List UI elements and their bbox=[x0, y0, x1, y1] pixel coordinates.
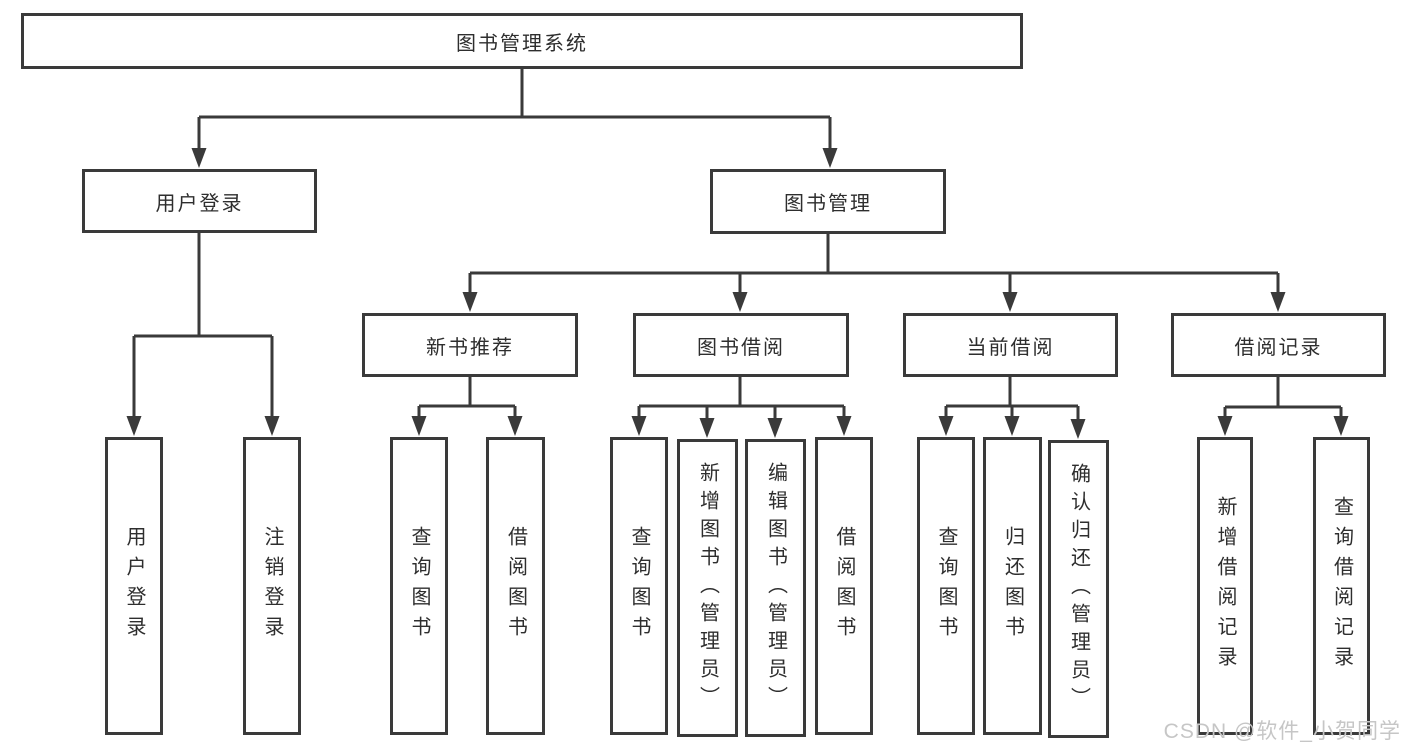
csdn-watermark: CSDN @软件_小贺同学 bbox=[1163, 720, 1401, 743]
arrowheads bbox=[126, 148, 1349, 439]
leaf-cb-query-books-label: 查询图书 bbox=[935, 526, 957, 646]
leaf-br-query-record: 查询借阅记录 bbox=[1313, 437, 1370, 735]
leaf-br-query-record-label: 查询借阅记录 bbox=[1330, 496, 1353, 676]
leaf-nbr-borrow-books: 借阅图书 bbox=[486, 437, 545, 735]
leaf-nbr-query-books-label: 查询图书 bbox=[408, 526, 430, 646]
leaf-cb-return-books: 归还图书 bbox=[983, 437, 1042, 735]
leaf-bb-query-books-label: 查询图书 bbox=[628, 526, 650, 646]
node-current-borrowing: 当前借阅 bbox=[903, 313, 1118, 377]
leaf-cb-confirm-return-admin: 确认归还（管理员） bbox=[1048, 440, 1109, 738]
leaf-br-add-record-label: 新增借阅记录 bbox=[1214, 496, 1236, 676]
node-book-management-label: 图书管理 bbox=[784, 193, 872, 215]
node-user-login-label: 用户登录 bbox=[155, 192, 244, 215]
leaf-bb-borrow-books-label: 借阅图书 bbox=[833, 526, 855, 646]
node-new-book-recommend: 新书推荐 bbox=[362, 313, 578, 377]
leaf-user-login-label: 用户登录 bbox=[123, 526, 145, 646]
node-book-management: 图书管理 bbox=[710, 169, 946, 234]
leaf-br-add-record: 新增借阅记录 bbox=[1197, 437, 1253, 735]
leaf-bb-edit-books-admin-label: 编辑图书（管理员） bbox=[764, 462, 787, 714]
node-current-borrowing-label: 当前借阅 bbox=[966, 336, 1055, 359]
node-borrow-records: 借阅记录 bbox=[1171, 313, 1386, 377]
leaf-logout: 注销登录 bbox=[243, 437, 301, 735]
leaf-nbr-borrow-books-label: 借阅图书 bbox=[504, 526, 527, 646]
leaf-nbr-query-books: 查询图书 bbox=[390, 437, 448, 735]
node-root: 图书管理系统 bbox=[21, 13, 1023, 69]
leaf-bb-borrow-books: 借阅图书 bbox=[815, 437, 873, 735]
node-borrow-records-label: 借阅记录 bbox=[1234, 336, 1323, 359]
node-book-borrowing-label: 图书借阅 bbox=[697, 336, 785, 359]
leaf-user-login: 用户登录 bbox=[105, 437, 163, 735]
node-book-borrowing: 图书借阅 bbox=[633, 313, 849, 377]
leaf-bb-query-books: 查询图书 bbox=[610, 437, 668, 735]
leaf-logout-label: 注销登录 bbox=[261, 526, 283, 646]
leaf-bb-add-books-admin-label: 新增图书（管理员） bbox=[696, 462, 719, 714]
leaf-bb-edit-books-admin: 编辑图书（管理员） bbox=[745, 439, 806, 737]
leaf-cb-return-books-label: 归还图书 bbox=[1001, 526, 1024, 646]
leaf-cb-confirm-return-admin-label: 确认归还（管理员） bbox=[1067, 463, 1090, 715]
node-user-login: 用户登录 bbox=[82, 169, 317, 233]
leaf-cb-query-books: 查询图书 bbox=[917, 437, 975, 735]
node-root-label: 图书管理系统 bbox=[456, 32, 588, 55]
leaf-bb-add-books-admin: 新增图书（管理员） bbox=[677, 439, 738, 737]
node-new-book-recommend-label: 新书推荐 bbox=[426, 336, 514, 359]
